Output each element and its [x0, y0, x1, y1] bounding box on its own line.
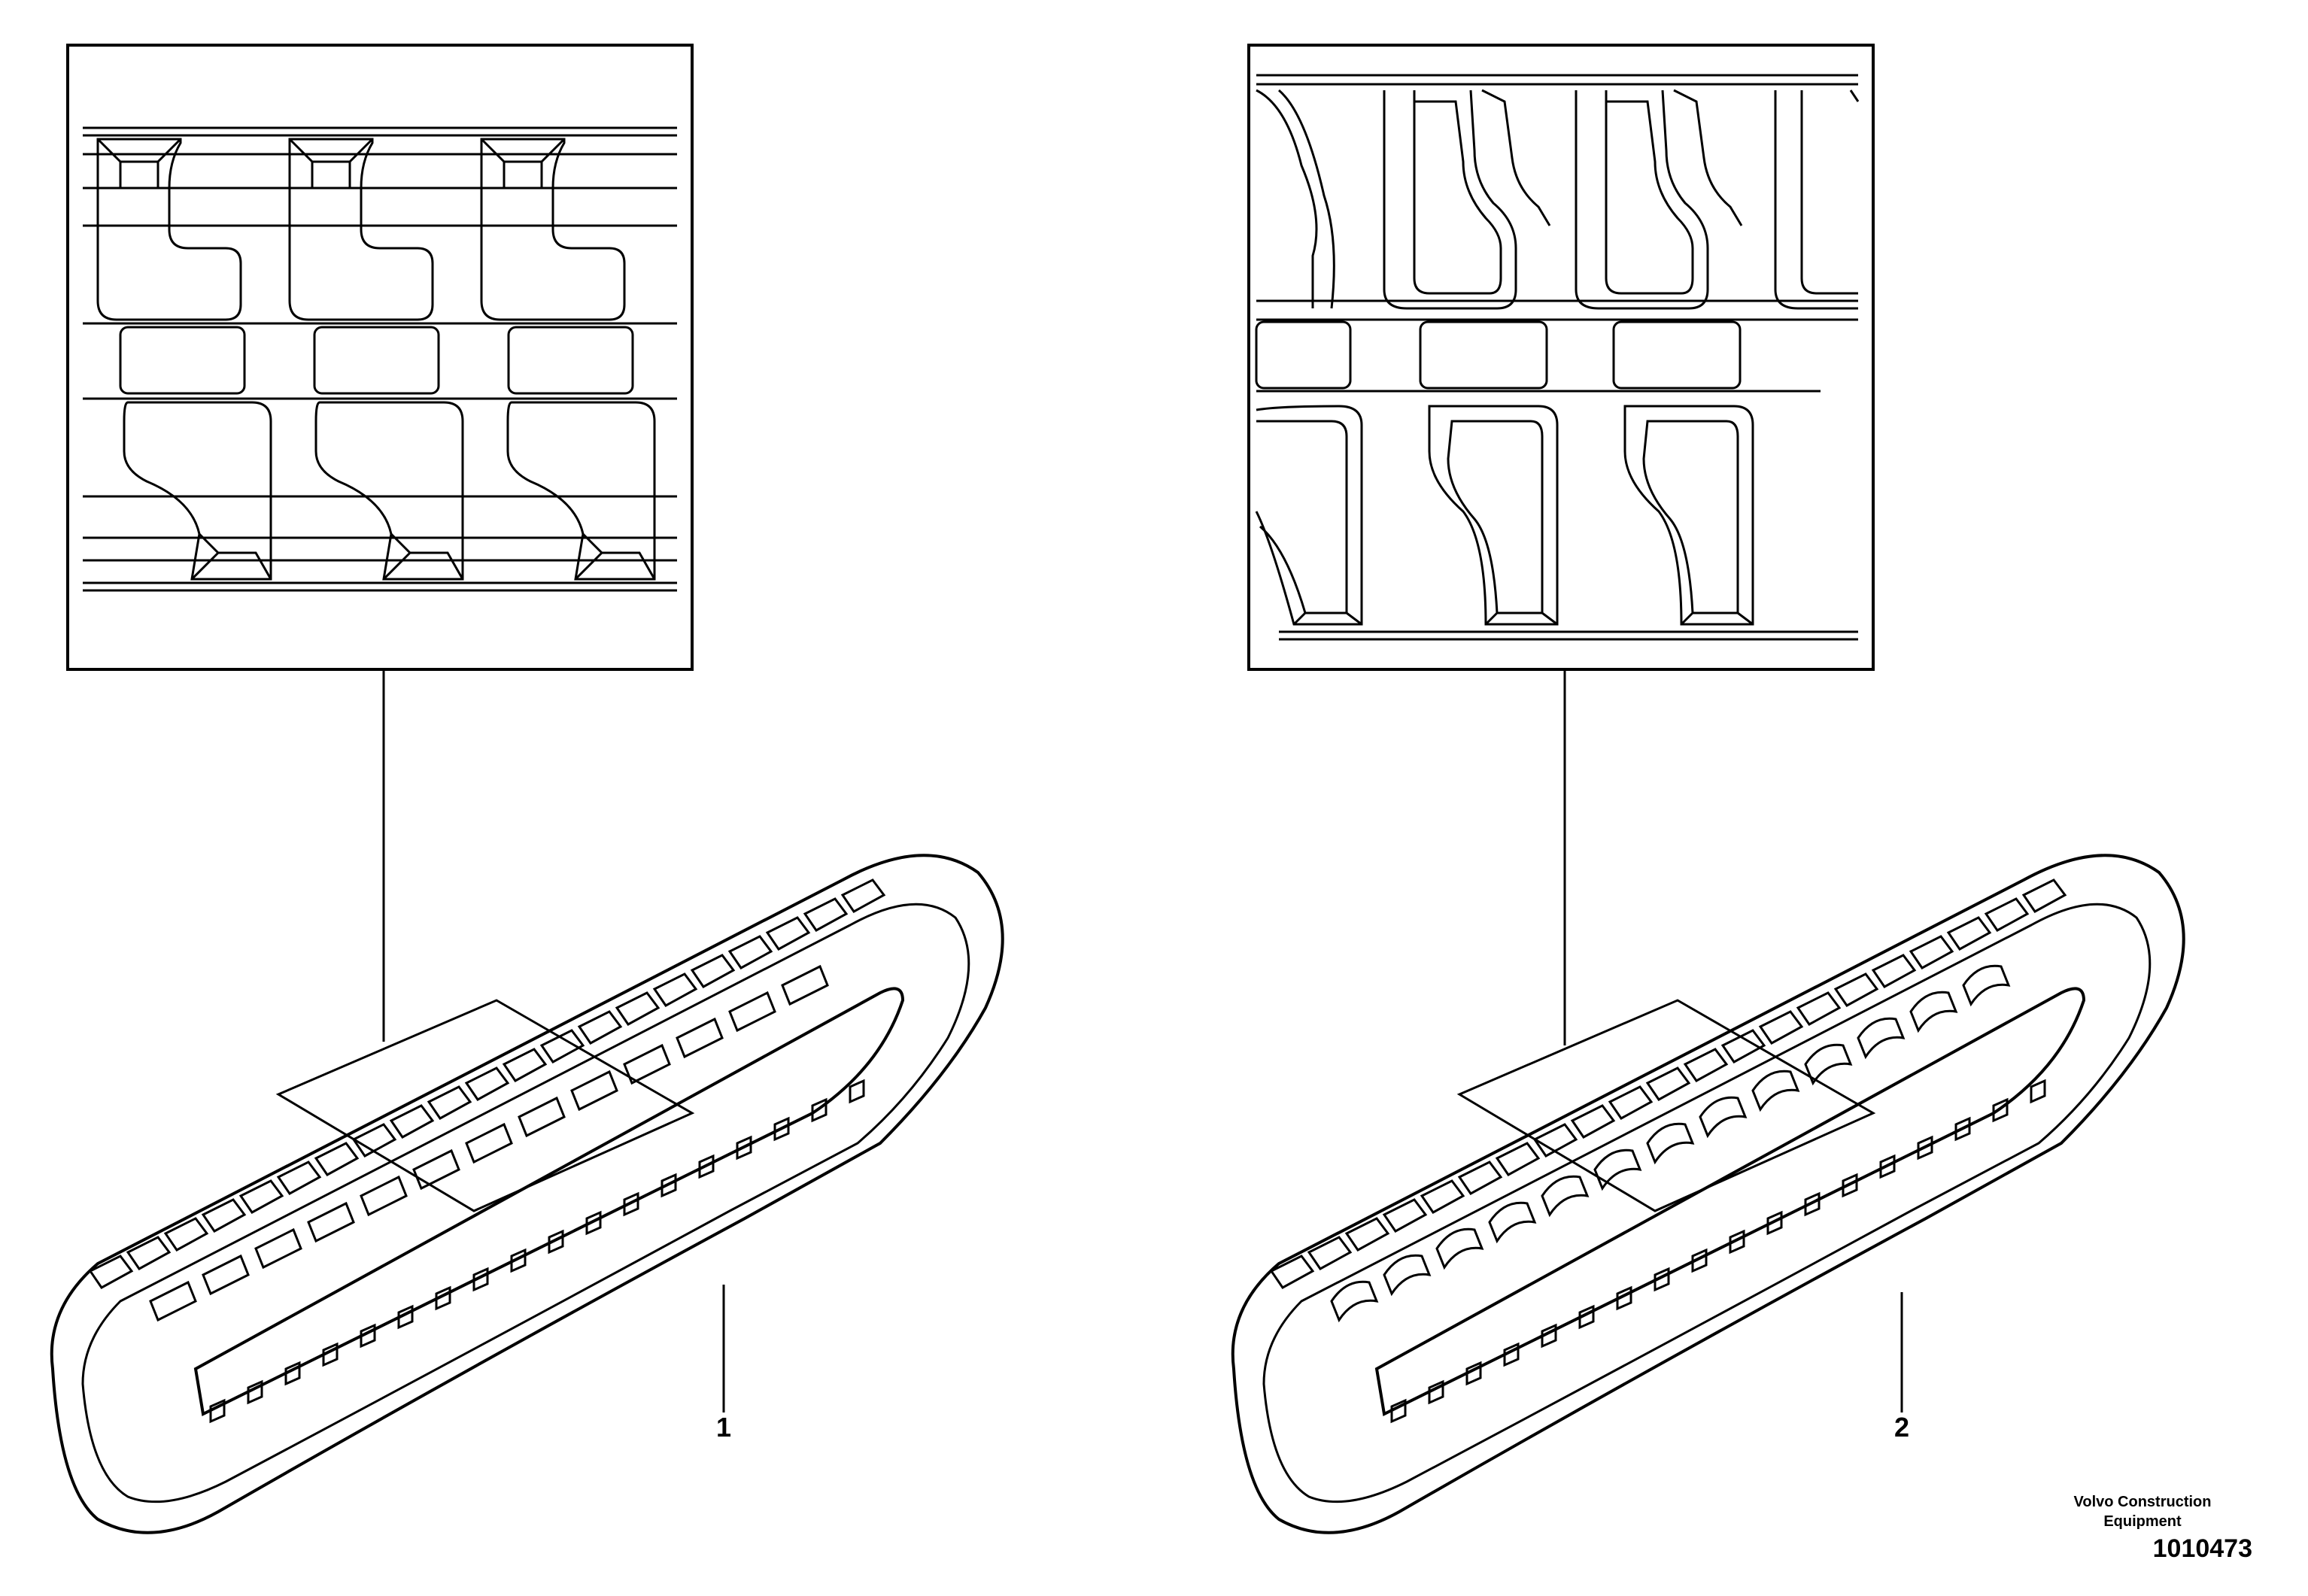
brand-line-2: Equipment — [2103, 1513, 2182, 1530]
item-label-2: 2 — [1894, 1412, 1909, 1443]
center-pads-2 — [1255, 320, 1742, 390]
guide-lugs-2 — [1390, 1079, 2046, 1424]
upper-lugs-2 — [1256, 89, 1860, 310]
detail-inset-1 — [66, 44, 694, 671]
item-label-1: 1 — [716, 1412, 731, 1443]
center-pads — [119, 326, 634, 395]
part-number: 1010473 — [2152, 1534, 2252, 1563]
upper-lugs — [96, 138, 626, 321]
leader-lines — [382, 669, 1903, 1412]
tread-blocks-1 — [88, 878, 886, 1322]
guide-lugs-1 — [209, 1079, 865, 1424]
rubber-track-1 — [50, 854, 1004, 1534]
detail-window-2 — [1456, 999, 1876, 1212]
lower-lugs-2 — [1255, 405, 1754, 626]
rubber-track-2 — [1231, 854, 2185, 1534]
brand-credit: Volvo Construction Equipment — [2022, 1492, 2263, 1531]
lower-lugs — [123, 401, 656, 581]
brand-line-1: Volvo Construction — [2073, 1494, 2212, 1510]
detail-inset-2 — [1247, 44, 1875, 671]
tread-blocks-2 — [1269, 878, 2067, 1323]
detail-window-1 — [275, 999, 695, 1212]
